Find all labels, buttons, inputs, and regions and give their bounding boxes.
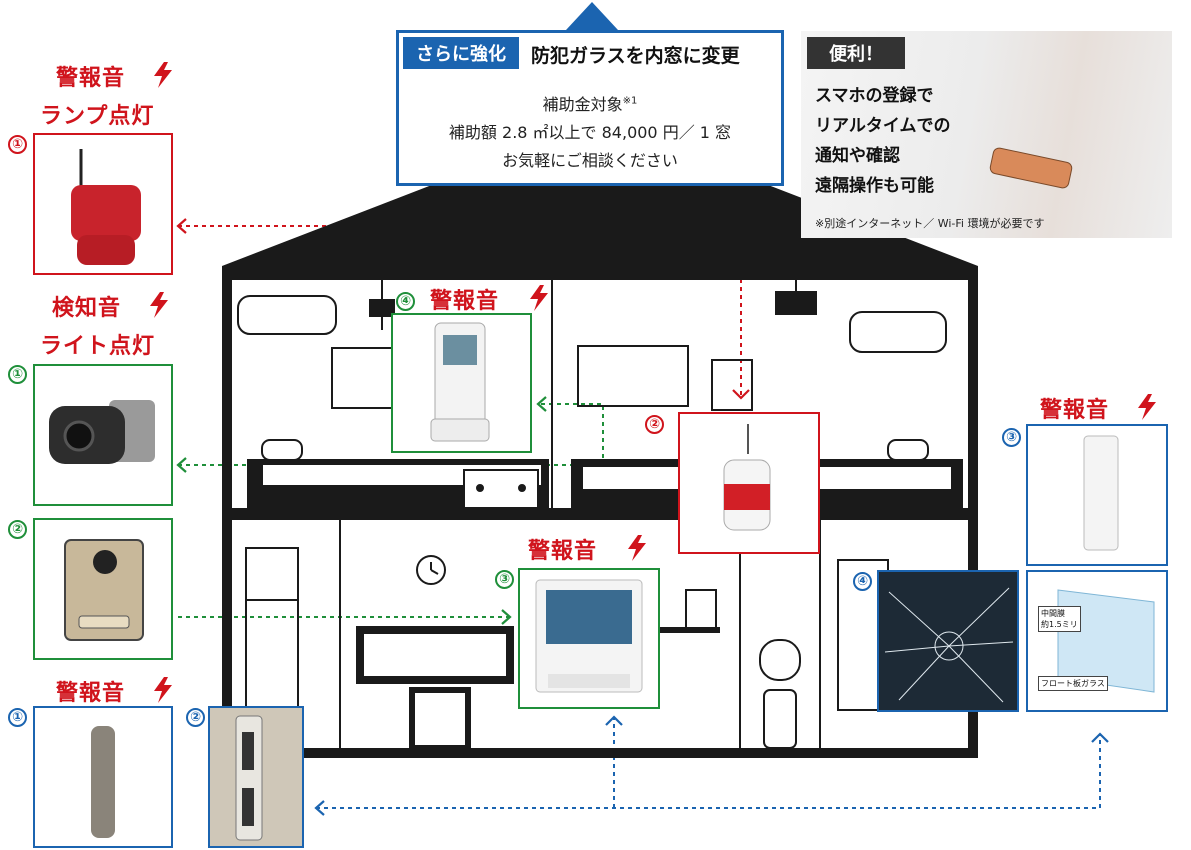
- handset-number: ④: [396, 292, 415, 311]
- glass-layer-icon: [1057, 589, 1155, 693]
- promo-line-1: スマホの登録で: [815, 86, 934, 106]
- monitor-icon: [535, 579, 643, 693]
- doorphone-number: ②: [8, 520, 27, 539]
- doorphone-icon: [64, 539, 144, 641]
- siren-number: ①: [8, 135, 27, 154]
- glass-structure-box: 中間膜約1.5ミリ フロート板ガラス: [1026, 570, 1168, 712]
- cracked-glass-icon: [884, 587, 1014, 703]
- smartphone-promo: 便利！ スマホの登録で リアルタイムでの 通知や確認 遠隔操作も可能 ※別途イン…: [801, 31, 1172, 238]
- alert-bolt-icon: [154, 62, 172, 88]
- consult-text: お気軽にご相談ください: [502, 151, 678, 170]
- camera-device-box: [33, 364, 173, 506]
- sensor-heading: 警報音: [56, 681, 126, 706]
- siren-heading-sub: ランプ点灯: [40, 104, 155, 129]
- alert-bolt-icon: [1138, 394, 1156, 420]
- house-mid-floor: [222, 508, 978, 520]
- camera-heading: 検知音: [52, 296, 122, 321]
- door-sensor-box: [33, 706, 173, 848]
- window-sensor-icon: [1083, 435, 1119, 551]
- right-sensor-heading: 警報音: [1040, 398, 1110, 423]
- camera-number: ①: [8, 365, 27, 384]
- handset-icon: [430, 322, 490, 442]
- promo-line-2: リアルタイムでの: [815, 116, 951, 136]
- handset-heading: 警報音: [430, 289, 500, 314]
- upgrade-callout: さらに強化 防犯ガラスを内窓に変更 補助金対象※1 補助額 2.8 ㎡以上で 8…: [396, 30, 784, 186]
- siren-icon: [71, 149, 141, 265]
- alarm-icon: [723, 424, 771, 531]
- siren-heading: 警報音: [56, 66, 126, 91]
- handset-device-box: [391, 313, 532, 453]
- siren-device-box: [33, 133, 173, 275]
- house-floor: [222, 748, 978, 758]
- monitor-heading: 警報音: [528, 539, 598, 564]
- alarm-number: ②: [645, 415, 664, 434]
- monitor-device-box: [518, 568, 660, 709]
- doorphone-device-box: [33, 518, 173, 660]
- alert-bolt-icon: [530, 285, 548, 311]
- sensor-number: ①: [8, 708, 27, 727]
- subsidy-amount: 補助額 2.8 ㎡以上で 84,000 円／ 1 窓: [448, 123, 732, 142]
- monitor-number: ③: [495, 570, 514, 589]
- window-sensor-number: ③: [1002, 428, 1021, 447]
- smartphone-icon: [989, 147, 1073, 189]
- promo-line-3: 通知や確認: [815, 146, 900, 166]
- promo-note: ※別途インターネット／ Wi-Fi 環境が必要です: [815, 217, 1045, 230]
- alarm-device-box: [678, 412, 820, 554]
- alert-bolt-icon: [150, 292, 168, 318]
- callout-pointer: [566, 2, 618, 30]
- upgrade-title: 防犯ガラスを内窓に変更: [531, 45, 740, 67]
- camera-icon: [49, 400, 155, 464]
- camera-heading-sub: ライト点灯: [40, 334, 156, 359]
- interlayer-label: 中間膜約1.5ミリ: [1038, 606, 1081, 632]
- alert-bolt-icon: [628, 535, 646, 561]
- float-glass-label: フロート板ガラス: [1038, 676, 1108, 691]
- door-lock-box: [208, 706, 304, 848]
- sensor-icon: [91, 726, 115, 838]
- window-sensor-box: [1026, 424, 1168, 566]
- broken-glass-box: [877, 570, 1019, 712]
- glass-number: ④: [853, 572, 872, 591]
- alert-bolt-icon: [154, 677, 172, 703]
- door-handle-icon: [235, 715, 263, 841]
- promo-line-4: 遠隔操作も可能: [815, 176, 934, 196]
- subsidy-line: 補助金対象※1: [542, 95, 638, 114]
- upgrade-tag: さらに強化: [403, 37, 519, 69]
- house-upper-wall: [222, 266, 978, 280]
- promo-tag: 便利！: [807, 37, 905, 69]
- door-number: ②: [186, 708, 205, 727]
- house-roof: [222, 120, 978, 266]
